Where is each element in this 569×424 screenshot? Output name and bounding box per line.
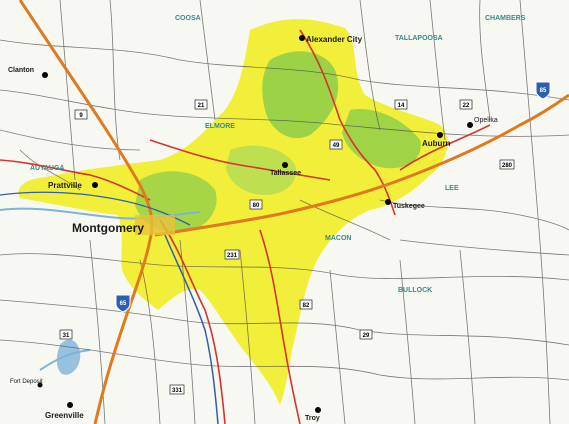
shield-number: 9 xyxy=(79,113,83,119)
county-label: CHAMBERS xyxy=(485,15,526,22)
shield-number: 231 xyxy=(227,253,238,259)
state-highways xyxy=(0,29,491,424)
troy-dot xyxy=(315,407,321,413)
clanton-dot xyxy=(42,72,48,78)
montgomery-urban-area xyxy=(135,215,175,235)
interstate-shield: 65 xyxy=(115,294,131,313)
shield-number: 280 xyxy=(502,163,513,169)
interstate-85 xyxy=(154,93,569,237)
route-shields: 231 82 29 80 14 21 331 9 31 49 22 280 xyxy=(59,99,515,395)
interstate-shield: 85 xyxy=(535,81,551,100)
city-markers xyxy=(37,35,473,413)
county-label: AUTAUGA xyxy=(30,165,64,172)
city-label-tuskegee: Tuskegee xyxy=(393,203,425,210)
county-label: ELMORE xyxy=(205,123,235,130)
shield-number: 85 xyxy=(540,88,547,94)
city-label-troy: Troy xyxy=(305,415,320,422)
city-label-greenville: Greenville xyxy=(45,411,84,420)
metro-region-green-north xyxy=(262,51,339,139)
shield-number: 14 xyxy=(398,103,405,109)
alexander-city-dot xyxy=(299,35,305,41)
interstate-65 xyxy=(18,0,154,424)
shield-number: 29 xyxy=(363,333,370,339)
city-label-prattville: Prattville xyxy=(48,181,82,190)
city-label-montgomery: Montgomery xyxy=(72,221,144,235)
fort-deposit-dot xyxy=(37,382,43,388)
metro-region-green-east xyxy=(342,109,421,169)
shield-number: 82 xyxy=(303,303,310,309)
county-label: LEE xyxy=(445,185,459,192)
city-label-alexander-city: Alexander City xyxy=(306,35,363,44)
county-labels: COOSA TALLAPOOSA CHAMBERS MACON BULLOCK … xyxy=(30,15,526,294)
shield-number: 80 xyxy=(253,203,260,209)
county-label: BULLOCK xyxy=(398,287,432,294)
shield-number: 21 xyxy=(198,103,205,109)
opelika-dot xyxy=(467,122,473,128)
tuskegee-dot xyxy=(385,199,391,205)
county-label: TALLAPOOSA xyxy=(395,35,443,42)
greenville-dot xyxy=(67,402,73,408)
us-highway-80 xyxy=(0,191,191,226)
city-label-clanton: Clanton xyxy=(8,67,34,74)
river-water-2 xyxy=(39,349,91,371)
interstate-shield-icon xyxy=(535,81,551,100)
shield-number: 331 xyxy=(172,388,183,394)
shield-number: 22 xyxy=(463,103,470,109)
auburn-dot xyxy=(437,132,443,138)
us-highway-231 xyxy=(164,234,219,424)
city-label-fort-deposit: Fort Deposit xyxy=(10,379,43,385)
lake-water xyxy=(56,339,81,375)
city-labels: Montgomery Alexander City Auburn Opelika… xyxy=(8,35,498,422)
shield-number: 65 xyxy=(120,301,127,307)
county-label: COOSA xyxy=(175,15,201,22)
metro-region-green-mid xyxy=(226,145,296,195)
city-label-tallassee: Tallassee xyxy=(270,170,301,177)
metro-region-yellow xyxy=(18,19,448,406)
interstate-shield-icon xyxy=(115,294,131,313)
shield-number: 31 xyxy=(63,333,70,339)
shield-number: 49 xyxy=(333,143,340,149)
county-label: MACON xyxy=(325,235,351,242)
tallassee-dot xyxy=(282,162,288,168)
city-label-opelika: Opelika xyxy=(474,117,498,124)
prattville-dot xyxy=(92,182,98,188)
city-label-auburn: Auburn xyxy=(422,139,451,148)
